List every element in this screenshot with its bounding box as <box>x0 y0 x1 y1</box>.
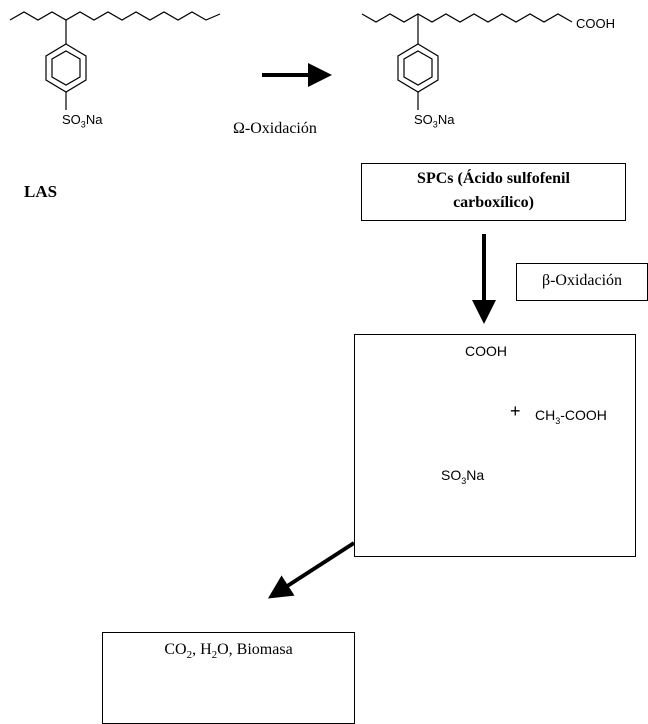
beta-oxidation-box: β-Oxidación <box>516 263 648 301</box>
biodegradation-arrow <box>267 541 356 599</box>
product-acetic-acid-label: CH3-COOH <box>535 407 607 426</box>
las-alkyl-chain <box>9 11 221 21</box>
spc-benzene-inner <box>403 50 433 86</box>
spc-structure <box>361 13 573 110</box>
beta-oxidation-label: β-Oxidación <box>541 272 623 289</box>
las-label: LAS <box>24 182 58 201</box>
spc-name-box: SPCs (Ácido sulfofenil carboxílico) <box>361 163 626 221</box>
product-cooh-label: COOH <box>465 343 507 359</box>
las-sulfonate-label: SO3Na <box>62 112 103 130</box>
omega-oxidation-label: Ω-Oxidación <box>233 120 317 137</box>
product-box: COOH + CH3-COOH SO3Na <box>354 334 636 557</box>
spc-cooh-label: COOH <box>576 16 615 31</box>
product-sulfonate-label: SO3Na <box>441 467 485 486</box>
las-benzene-inner <box>51 50 81 86</box>
product-plus-sign: + <box>510 401 521 421</box>
spc-name-line1: SPCs (Ácido sulfofenil <box>417 170 570 187</box>
spc-name-line2: carboxílico) <box>453 194 534 211</box>
las-structure <box>9 11 221 110</box>
spc-alkyl-chain <box>361 13 573 23</box>
spc-sulfonate-label: SO3Na <box>414 112 455 130</box>
final-products-box: CO2, H2O, Biomasa <box>102 632 355 724</box>
final-products-label: CO2, H2O, Biomasa <box>164 641 293 662</box>
